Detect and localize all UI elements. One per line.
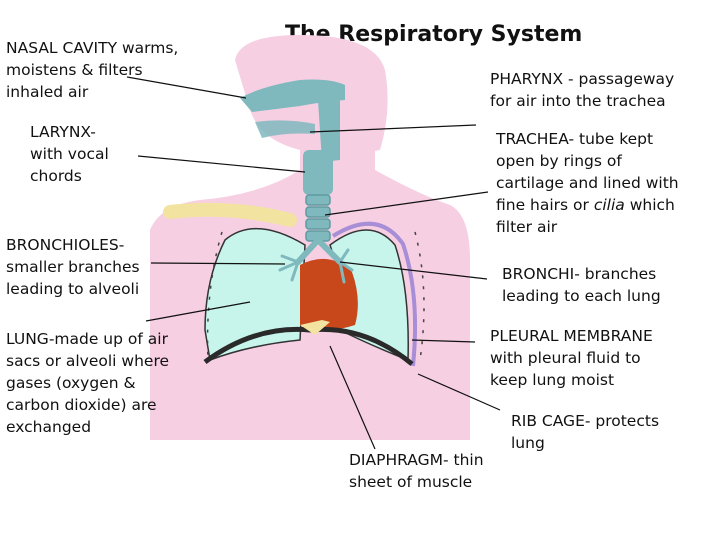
rib-cage-marks <box>206 231 425 361</box>
trachea-rings <box>305 194 331 242</box>
nasal-cavity-shape <box>240 79 345 112</box>
trachea-label-main: TRACHEA- tube kept open by rings of cart… <box>496 130 679 214</box>
pleural-membrane-label: PLEURAL MEMBRANE with pleural fluid to k… <box>490 327 653 389</box>
clavicle <box>163 202 297 227</box>
rib-cage-label: RIB CAGE- protects lung <box>511 412 660 452</box>
liver-area <box>300 320 330 335</box>
right-lung <box>329 229 409 362</box>
trachea-label: TRACHEA- tube kept open by rings of cart… <box>496 128 679 238</box>
larynx-shape <box>303 150 333 195</box>
mouth-shape <box>255 120 315 138</box>
lung-label: LUNG-made up of air sacs or alveoli wher… <box>6 330 170 436</box>
trachea-label-end: which filter air <box>496 196 675 236</box>
bronchioles <box>278 248 354 284</box>
leader-lines <box>126 76 501 450</box>
pleural-membrane <box>331 221 417 367</box>
bronchi-label: BRONCHI- branches leading to each lung <box>502 265 661 305</box>
nasal-cavity-label: NASAL CAVITY warms, moistens & filters i… <box>6 39 179 101</box>
diaphragm-label: DIAPHRAGM- thin sheet of muscle <box>349 451 484 491</box>
larynx-label: LARYNX- with vocal chords <box>30 123 109 185</box>
trachea-label-cilia: cilia <box>593 196 625 214</box>
left-lung <box>204 228 306 362</box>
bronchi <box>295 237 343 265</box>
bronchioles-label: BRONCHIOLES- smaller branches leading to… <box>6 236 140 298</box>
pharynx-label: PHARYNX - passageway for air into the tr… <box>490 70 675 110</box>
